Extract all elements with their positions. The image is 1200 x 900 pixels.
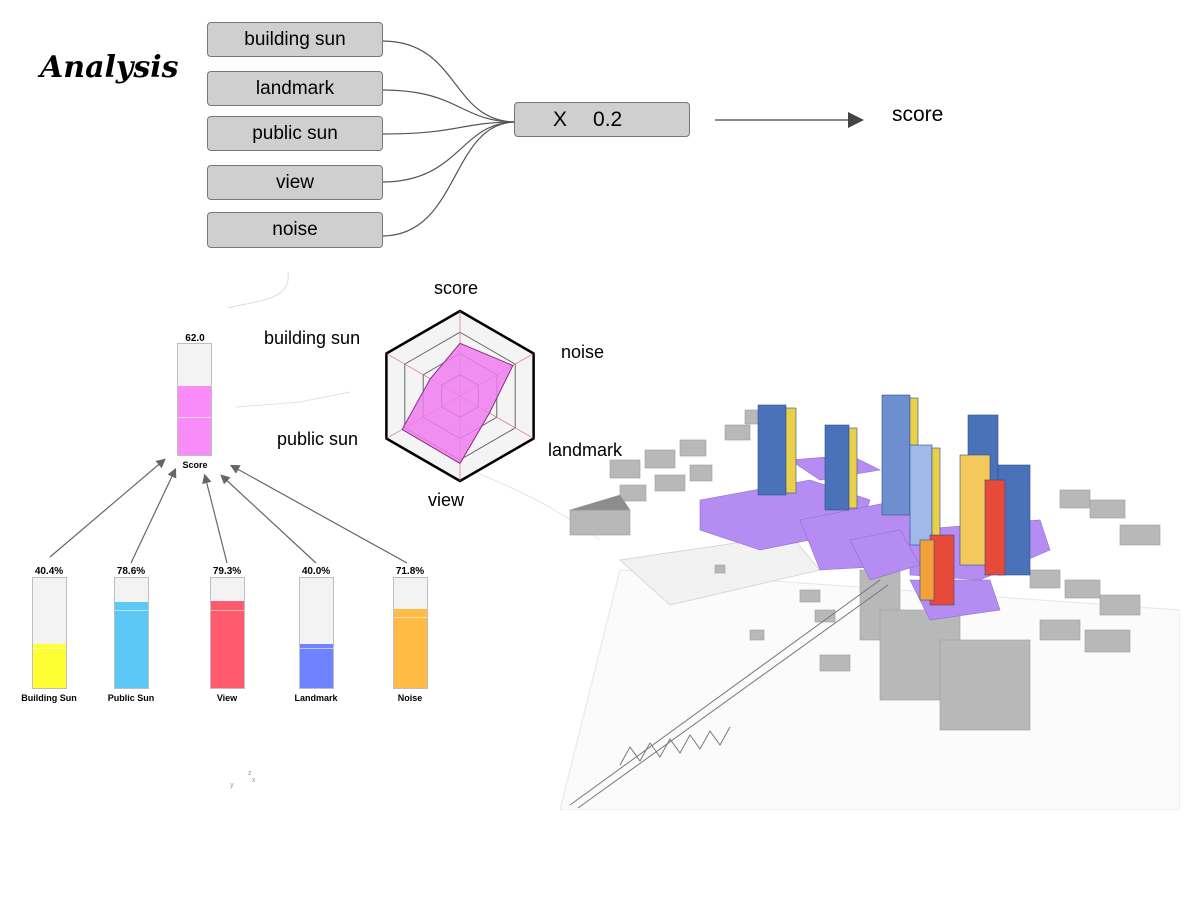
radar-label-noise: noise [561,342,605,362]
bar-noise [392,577,428,689]
connector-building-sun [381,40,517,123]
arrow-public-sun [130,467,177,564]
tower-3 [881,394,911,516]
score-bar-gridline [178,417,211,419]
bar-gridline [299,648,333,650]
bar-label: Building Sun [21,693,77,703]
bar-public-sun [113,577,149,689]
connector-noise [381,121,517,237]
multiplier-symbol: X [553,107,568,131]
axis-x-label: x [252,777,256,784]
bar-gridline [32,648,66,649]
bar-fill [114,601,148,688]
bar-value-label: 78.6% [116,566,146,577]
radar-label-score: score [434,278,479,298]
tower-4 [909,444,933,546]
input-node-building-sun: building sun [207,22,383,57]
context-buildings [569,409,1161,731]
input-node-landmark: landmark [207,71,383,106]
connector-public-sun [381,121,517,135]
bar-fill [32,643,66,688]
flow-connectors [381,40,864,237]
city-model [560,394,1180,810]
connector-view [381,121,517,183]
bar-gridline [393,616,427,618]
bar-landmark [298,577,334,689]
arrow-building-sun [49,458,166,558]
score-bar-label: Score [182,460,208,470]
bar-gridline [114,610,148,612]
radar-label-building-sun: building sun [264,328,361,348]
multiplier-node: X 0.2 [514,102,690,137]
bar-building-sun [31,577,67,689]
bar-value-label: 40.4% [34,566,64,577]
output-arrow-head [848,112,864,128]
tower-2 [824,424,850,511]
bar-value-label: 71.8% [395,566,425,577]
page-title: Analysis [40,50,179,85]
radar-label-public-sun: public sun [277,429,359,449]
score-bar [177,343,212,456]
radar-label-landmark: landmark [548,440,623,460]
bar-value-label: 79.3% [212,566,242,577]
score-bar-fill [178,386,211,455]
output-label: score [892,103,944,126]
bar-gridline [210,609,244,611]
connector-landmark [381,89,517,123]
bar-value-label: 40.0% [301,566,331,577]
bar-fill [393,609,427,688]
bar-label: Noise [397,693,423,703]
bar-fill [299,644,333,688]
arrow-noise [229,464,408,564]
bar-view [209,577,245,689]
axis-z-label: z [248,770,252,777]
input-node-view: view [207,165,383,200]
arrow-view [202,473,228,564]
bar-label: Public Sun [107,693,155,703]
towers [757,394,1031,606]
bar-label: Landmark [294,693,338,703]
bar-label: View [216,693,238,703]
bar-fill [210,600,244,688]
score-bar-value: 62.0 [185,333,205,344]
tower-1 [757,404,787,496]
bridge [569,579,889,809]
radar-label-view: view [428,490,465,510]
arrow-landmark [220,474,317,564]
input-node-noise: noise [207,212,383,248]
axis-y-label: y [230,782,234,789]
input-node-public-sun: public sun [207,116,383,151]
radar-series [401,342,514,465]
multiplier-value: 0.2 [593,107,623,131]
radar-chart [385,309,535,483]
